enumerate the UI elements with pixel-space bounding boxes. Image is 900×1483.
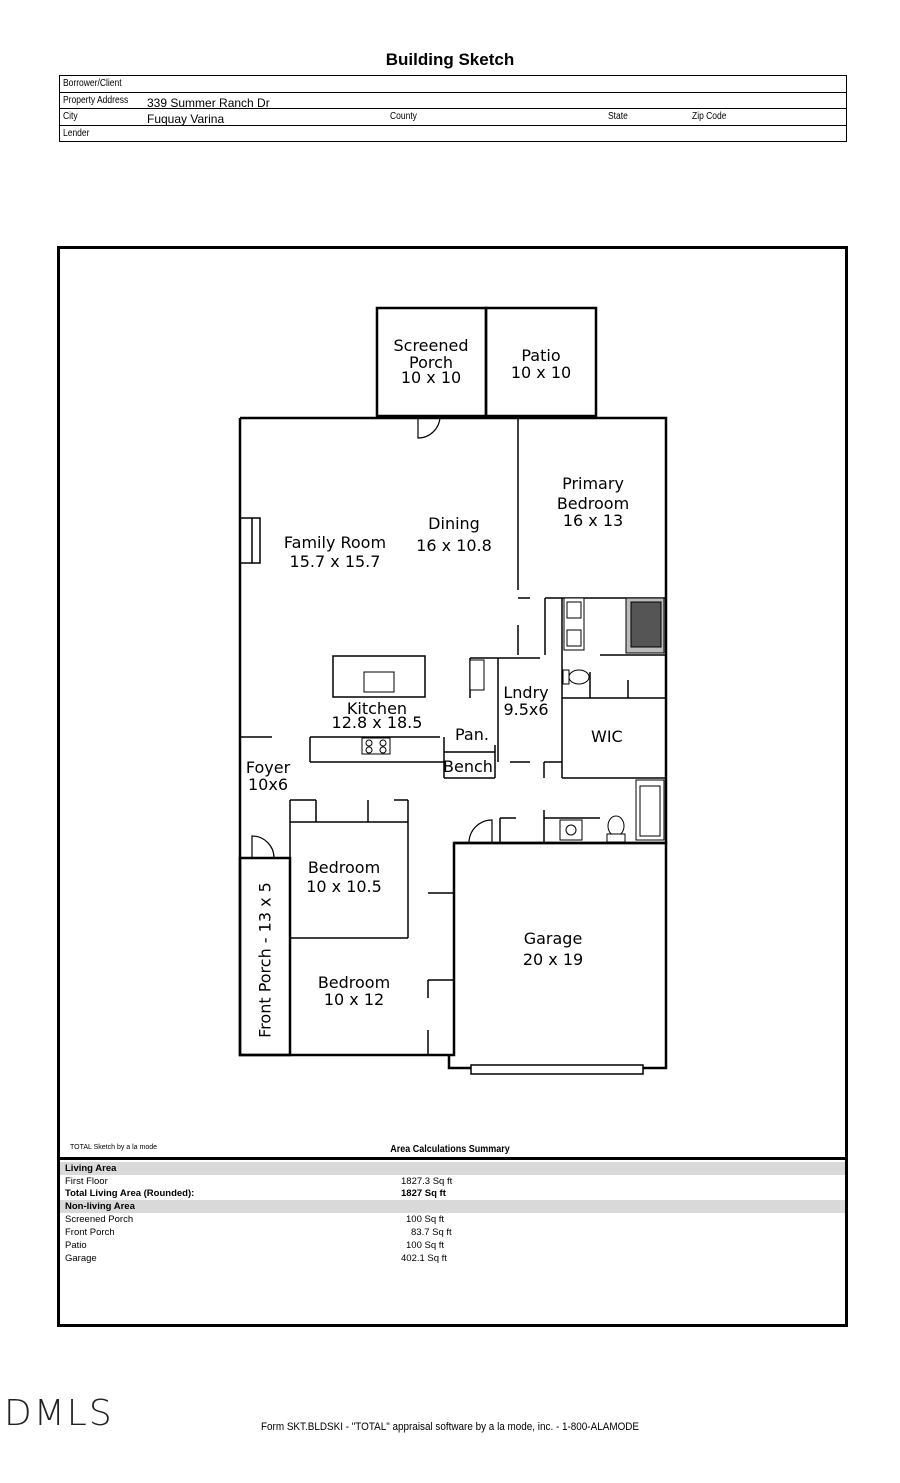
garage-outline [447, 841, 668, 1070]
borrower-label: Borrower/Client [63, 78, 122, 89]
front-porch-outline [238, 856, 292, 1057]
first-floor-row: First Floor 1827.3 Sq ft [65, 1176, 453, 1187]
borrower-row: Borrower/Client [60, 76, 846, 93]
living-area-header: Living Area [60, 1162, 845, 1175]
patio-outline [484, 306, 598, 418]
sketch-frame [57, 246, 848, 1327]
property-header-table: Borrower/Client Property Address 339 Sum… [59, 75, 847, 142]
nonliving-row: Garage 402.1 Sq ft [65, 1253, 447, 1264]
nonliving-row: Patio 100 Sq ft [65, 1240, 445, 1251]
county-label: County [390, 111, 417, 122]
city-value: Fuquay Varina [147, 112, 225, 126]
form-footer: Form SKT.BLDSKI - "TOTAL" appraisal soft… [260, 1421, 640, 1433]
software-note: TOTAL Sketch by a la mode [70, 1144, 158, 1151]
address-value: 339 Summer Ranch Dr [147, 95, 270, 110]
area-summary-divider [60, 1157, 845, 1160]
nonliving-row: Front Porch 83.7 Sq ft [65, 1227, 452, 1238]
address-label: Property Address [63, 94, 129, 106]
lender-row: Lender [60, 126, 846, 143]
state-label: State [608, 111, 628, 122]
area-summary-title: Area Calculations Summary [390, 1144, 510, 1155]
zip-label: Zip Code [692, 111, 727, 122]
total-living-row: Total Living Area (Rounded): 1827 Sq ft [65, 1188, 446, 1199]
dmls-logo: DMLS [4, 1393, 114, 1434]
city-label: City [63, 111, 78, 122]
address-row: Property Address 339 Summer Ranch Dr [60, 93, 846, 110]
city-row: City Fuquay Varina County State Zip Code [60, 109, 846, 126]
page-title: Building Sketch [385, 50, 515, 69]
non-living-area-header: Non-living Area [60, 1200, 845, 1213]
nonliving-row: Screened Porch 100 Sq ft [65, 1214, 445, 1225]
house-outline [238, 416, 668, 1057]
screened-porch-outline [375, 306, 488, 418]
lender-label: Lender [63, 127, 90, 139]
